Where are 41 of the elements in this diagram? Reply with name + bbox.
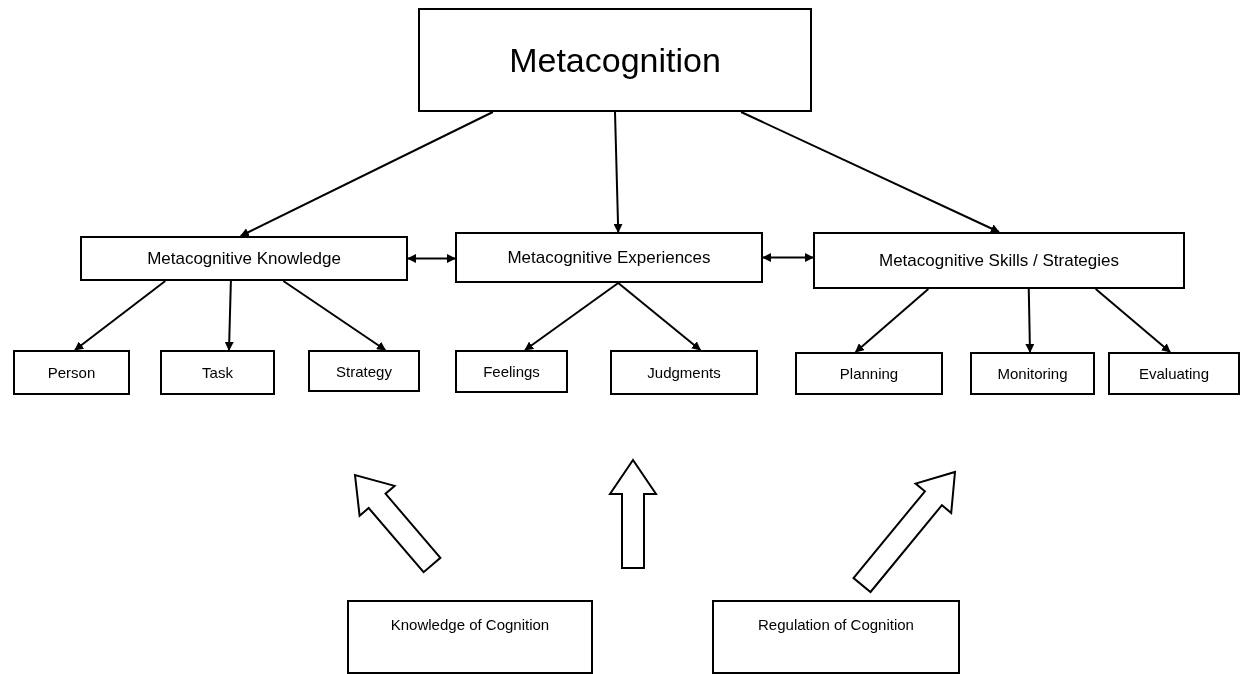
box-label: Person: [47, 364, 96, 381]
concept-box: [13, 350, 130, 395]
concept-box: [712, 600, 960, 674]
arrow: [617, 282, 702, 351]
box-label: Evaluating: [1138, 365, 1210, 382]
concept-box: [1108, 352, 1240, 395]
arrow: [239, 111, 494, 237]
concept-box: [160, 350, 275, 395]
box-label: Feelings: [483, 363, 540, 380]
box-label: Metacognitive Skills / Strategies: [879, 250, 1119, 271]
concept-box: [455, 232, 763, 283]
concept-box: [347, 600, 593, 674]
concept-box: [80, 236, 408, 281]
box-label: Metacognitive Experiences: [507, 247, 711, 268]
concept-box: [455, 350, 568, 393]
arrow: [740, 111, 1000, 233]
arrow: [1025, 288, 1035, 353]
arrow: [224, 280, 234, 351]
arrow: [74, 280, 167, 351]
box-label: Metacognitive Knowledge: [147, 248, 341, 269]
box-label: Planning: [839, 365, 899, 382]
arrow: [407, 254, 456, 263]
box-label: Knowledge of Cognition: [390, 616, 550, 633]
concept-box: [418, 8, 812, 112]
arrow: [762, 253, 814, 262]
box-label: Strategy: [336, 362, 392, 380]
arrow: [854, 288, 930, 353]
arrow: [613, 111, 623, 233]
concept-box: [813, 232, 1185, 289]
box-label: Metacognition: [509, 40, 721, 80]
concept-box: [610, 350, 758, 395]
box-label: Regulation of Cognition: [758, 616, 914, 633]
arrow: [524, 282, 620, 351]
arrow: [282, 280, 387, 351]
box-label: Monitoring: [997, 365, 1068, 382]
concept-box: [970, 352, 1095, 395]
concept-box: [308, 350, 420, 392]
box-label: Judgments: [647, 364, 721, 381]
box-label: Task: [202, 364, 233, 381]
arrow: [1094, 288, 1172, 353]
concept-box: [795, 352, 943, 395]
